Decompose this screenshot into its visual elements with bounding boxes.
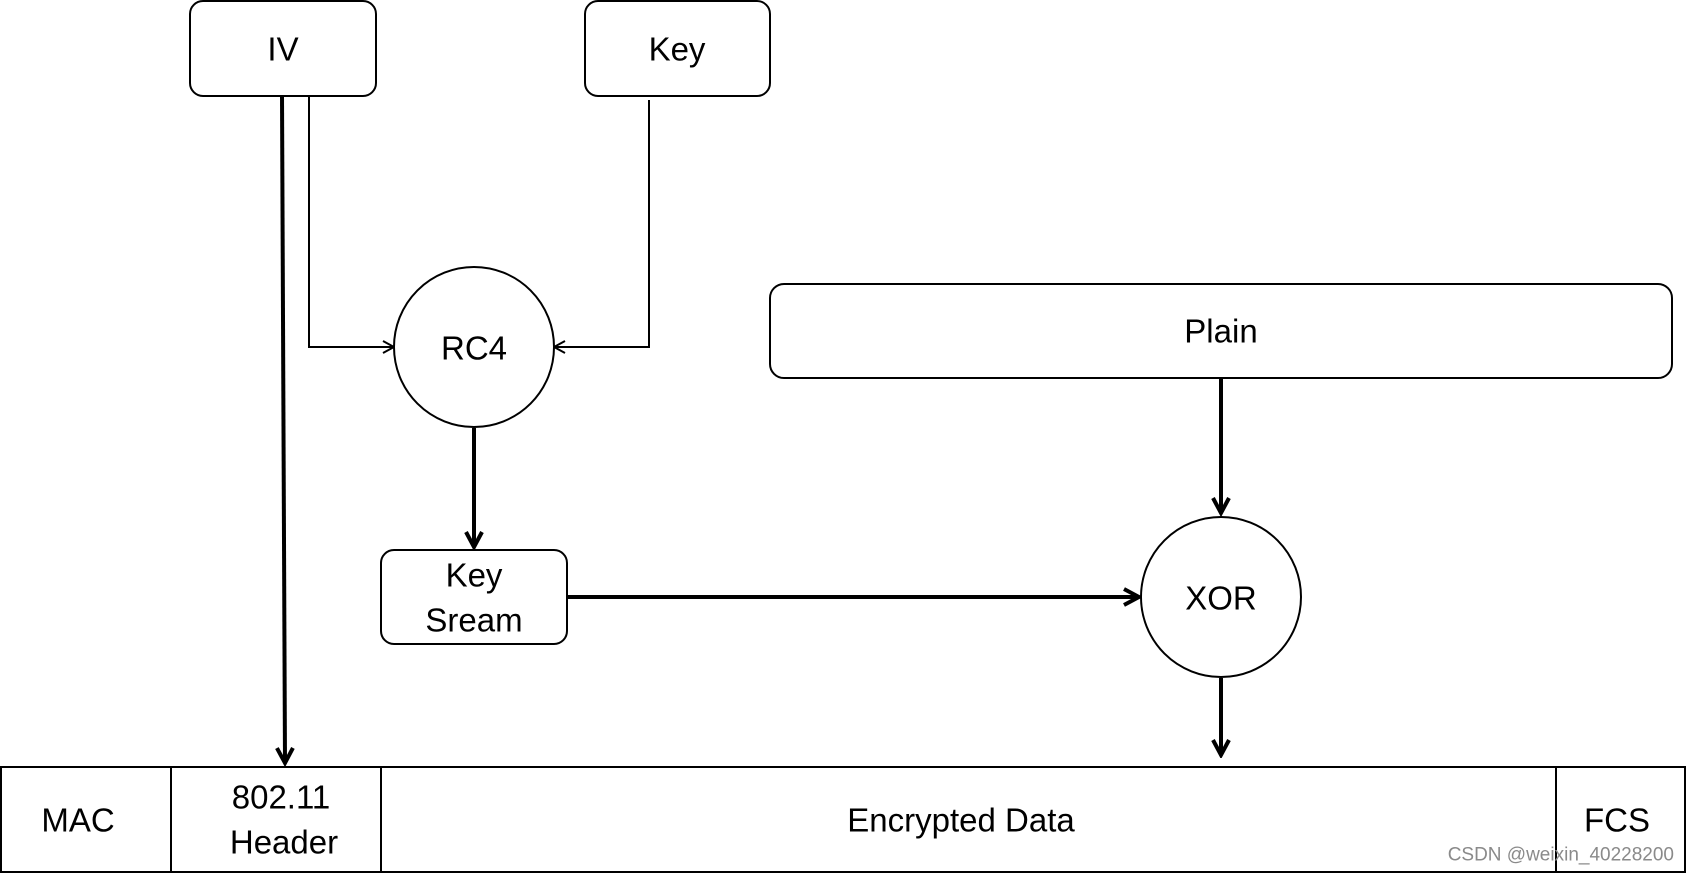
plain-label: Plain [1184, 313, 1257, 350]
frame-encrypted-data-label: Encrypted Data [847, 802, 1075, 839]
key-node: Key [584, 0, 771, 97]
iv-to-rc4-arrow [308, 95, 394, 347]
rc4-node: RC4 [393, 266, 555, 428]
frame-header-label-line2: Header [230, 824, 338, 861]
frame-header-label-line1: 802.11 [232, 779, 330, 816]
frame-row: MAC 802.11 Header Encrypted Data FCS [0, 766, 1686, 873]
frame-fcs-label: FCS [1584, 802, 1650, 839]
xor-label: XOR [1185, 580, 1257, 617]
connectors [282, 94, 1221, 763]
iv-label: IV [267, 31, 298, 68]
plain-node: Plain [769, 283, 1673, 379]
watermark: CSDN @weixin_40228200 [1448, 845, 1674, 866]
key-stream-label-line1: Key [446, 557, 503, 594]
xor-node: XOR [1140, 516, 1302, 678]
key-stream-node: Key Sream [380, 549, 568, 645]
key-label: Key [649, 31, 706, 68]
key-to-rc4-arrow [554, 100, 650, 347]
rc4-label: RC4 [441, 330, 507, 367]
iv-node: IV [189, 0, 377, 97]
iv-to-header-arrow [282, 94, 285, 763]
key-stream-label-line2: Sream [425, 602, 522, 639]
frame-mac-label: MAC [41, 802, 114, 839]
